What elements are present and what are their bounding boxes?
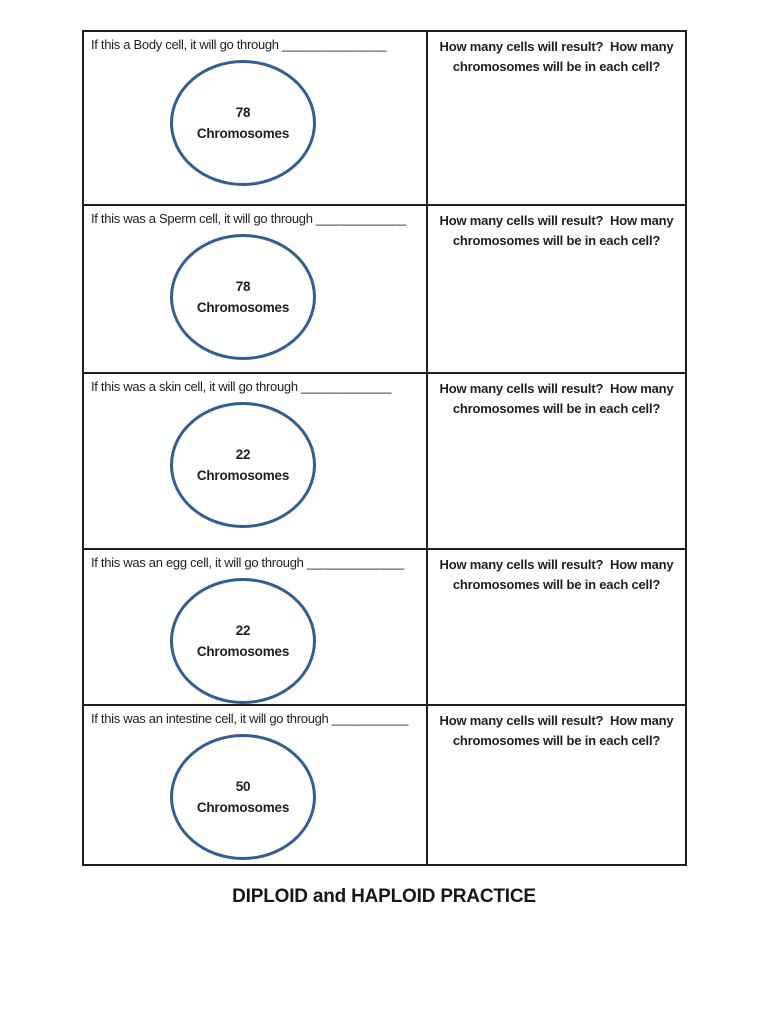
row-prompt: If this was a skin cell, it will go thro… [91,379,392,394]
chromosome-label: Chromosomes [196,644,290,659]
prompt-cell: If this was a skin cell, it will go thro… [84,374,428,548]
cell-circle: 78 Chromosomes [170,234,316,360]
prompt-cell: If this a Body cell, it will go through … [84,32,428,204]
row-prompt: If this was a Sperm cell, it will go thr… [91,211,407,226]
prompt-cell: If this was an egg cell, it will go thro… [84,550,428,704]
chromosome-label: Chromosomes [196,468,290,483]
question-cell: How many cells will result? How many chr… [428,550,685,704]
chromosome-count: 22 [235,623,251,638]
cell-circle: 22 Chromosomes [170,402,316,528]
question-cell: How many cells will result? How many chr… [428,32,685,204]
practice-table: If this a Body cell, it will go through … [82,30,687,866]
chromosome-count: 78 [235,105,251,120]
row-question: How many cells will result? How many chr… [439,39,677,74]
cell-circle: 22 Chromosomes [170,578,316,704]
table-row: If this was a Sperm cell, it will go thr… [84,204,685,372]
table-row: If this was a skin cell, it will go thro… [84,372,685,548]
row-question: How many cells will result? How many chr… [439,381,677,416]
chromosome-count: 78 [235,279,251,294]
row-prompt: If this a Body cell, it will go through … [91,37,386,52]
table-row: If this a Body cell, it will go through … [84,32,685,204]
row-prompt: If this was an egg cell, it will go thro… [91,555,404,570]
row-prompt: If this was an intestine cell, it will g… [91,711,409,726]
page-title: DIPLOID and HAPLOID PRACTICE [232,886,536,907]
chromosome-label: Chromosomes [196,126,290,141]
prompt-cell: If this was an intestine cell, it will g… [84,706,428,864]
question-cell: How many cells will result? How many chr… [428,706,685,864]
row-question: How many cells will result? How many chr… [439,557,677,592]
prompt-cell: If this was a Sperm cell, it will go thr… [84,206,428,372]
cell-circle: 78 Chromosomes [170,60,316,186]
row-question: How many cells will result? How many chr… [439,213,677,248]
table-row: If this was an intestine cell, it will g… [84,704,685,864]
table-row: If this was an egg cell, it will go thro… [84,548,685,704]
chromosome-count: 50 [235,779,251,794]
chromosome-label: Chromosomes [196,300,290,315]
cell-circle: 50 Chromosomes [170,734,316,860]
row-question: How many cells will result? How many chr… [439,713,677,748]
chromosome-count: 22 [235,447,251,462]
question-cell: How many cells will result? How many chr… [428,206,685,372]
chromosome-label: Chromosomes [196,800,290,815]
question-cell: How many cells will result? How many chr… [428,374,685,548]
